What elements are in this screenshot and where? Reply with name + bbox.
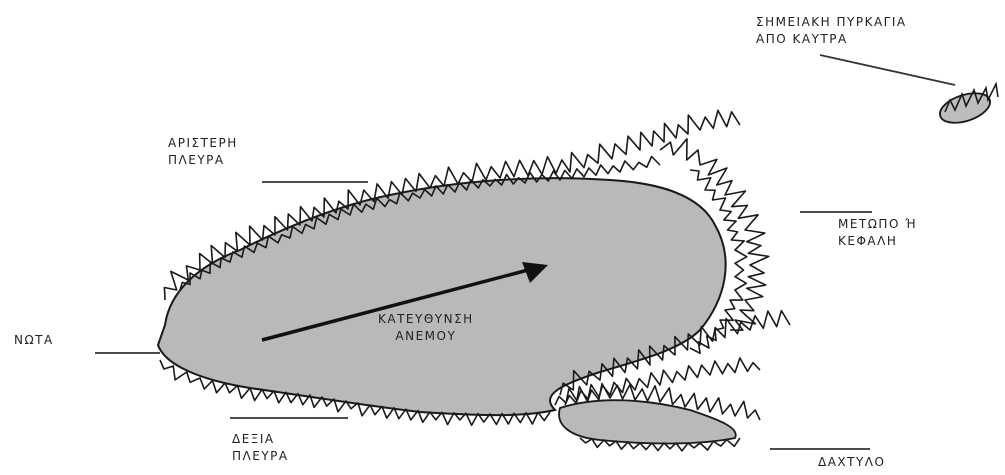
rear-label: ΝΩΤΑ [14,332,54,349]
leader-spot-fire [820,55,955,85]
head-label: ΜΕΤΩΠΟ ήΚΕΦΑΛΗ [838,216,917,250]
spot-fire [936,84,998,128]
finger-label: ΔΑΧΤΥΛΟ [818,454,885,471]
